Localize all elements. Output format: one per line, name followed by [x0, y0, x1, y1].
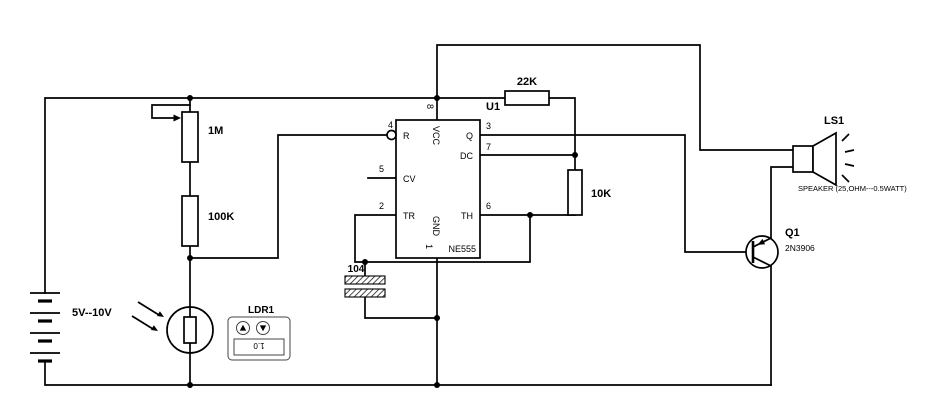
pin-number-3: 3 [486, 121, 491, 131]
battery-label: 5V--10V [72, 307, 112, 319]
wire-battery-positive-rail [44, 97, 438, 294]
ldr-value-box [233, 338, 285, 356]
sound-wave-icon [844, 163, 855, 167]
junction-dots [187, 95, 578, 388]
pin-name-trigger: TR [403, 211, 415, 221]
down-arrow-icon [259, 325, 267, 332]
resistor-body [504, 90, 550, 106]
light-arrow-head-icon [156, 311, 164, 317]
wire-cap-bottom [364, 296, 438, 319]
potentiometer-body [181, 111, 199, 163]
transistor-part-number: 2N3906 [785, 243, 815, 253]
pin-number-6: 6 [486, 201, 491, 211]
ldr-label: LDR1 [248, 305, 275, 316]
potentiometer-1m: 1M [173, 111, 223, 163]
transistor-q1: Q1 2N3906 [745, 227, 815, 269]
speaker-cone [812, 131, 837, 187]
pin-name-discharge: DC [460, 151, 473, 161]
resistor-22k-label: 22K [517, 76, 537, 88]
sound-wave-icon [841, 133, 850, 142]
capacitor-plate [344, 275, 386, 285]
junction-dot [527, 212, 533, 218]
light-arrow [137, 301, 160, 316]
sound-wave-icon [841, 174, 850, 183]
ic-body [395, 119, 481, 259]
pin-number-4: 4 [388, 120, 393, 130]
resistor-100k: 100K [181, 195, 234, 247]
pin-number-8: 8 [425, 104, 435, 109]
light-arrow [131, 315, 154, 330]
pin-name-threshold: TH [461, 211, 473, 221]
junction-dot [187, 255, 193, 261]
up-arrow-icon [239, 324, 247, 331]
wire-reset-divider [189, 134, 388, 259]
pin-number-7: 7 [486, 142, 491, 152]
junction-dot [187, 382, 193, 388]
speaker-driver [792, 145, 814, 173]
capacitor-plate [344, 288, 386, 298]
transistor-collector-lead [752, 256, 772, 267]
pin-number-1: 1 [424, 244, 434, 249]
wire-trigger-threshold-loop [354, 214, 531, 263]
ldr-resistive-element [183, 316, 197, 344]
pin-name-vcc: VCC [431, 126, 441, 146]
ic-part-number: NE555 [448, 244, 476, 254]
junction-dot [572, 152, 578, 158]
pin-number-2: 2 [379, 201, 384, 211]
ic-ne555: 4 8 3 7 5 2 6 1 R CV TR Q DC TH VCC GND … [379, 101, 500, 259]
junction-dot [434, 95, 440, 101]
junction-dot [187, 95, 193, 101]
pnp-emitter-arrow-icon [757, 238, 766, 245]
pin-number-5: 5 [379, 164, 384, 174]
wire-output-to-base [479, 134, 754, 253]
wire-22k-right [548, 97, 576, 156]
pin-name-control: CV [403, 174, 416, 184]
resistor-10k: 10K [567, 169, 611, 216]
resistor-22k: 22K [504, 76, 550, 106]
transistor-ref-designator: Q1 [785, 227, 800, 239]
resistor-100k-label: 100K [208, 211, 234, 223]
light-arrow-head-icon [150, 325, 158, 331]
sound-wave-icon [844, 149, 855, 153]
capacitor-label: 104 [348, 264, 365, 275]
pin-name-output: Q [466, 131, 473, 141]
potentiometer-label: 1M [208, 125, 223, 137]
pin-name-gnd: GND [431, 216, 441, 237]
pin-name-reset: R [403, 131, 410, 141]
ldr: LDR1 [131, 301, 275, 354]
speaker-ls1: LS1 SPEAKER (25,OHM---0.5WATT) [792, 115, 907, 193]
resistor-10k-label: 10K [591, 188, 611, 200]
wire-emitter-to-speaker [770, 166, 794, 239]
battery: 5V--10V [30, 292, 112, 363]
capacitor-104: 104 [344, 264, 386, 298]
junction-dot [362, 259, 368, 265]
speaker-description: SPEAKER (25,OHM---0.5WATT) [798, 184, 907, 193]
speaker-ref-designator: LS1 [824, 115, 844, 127]
junction-dot [434, 315, 440, 321]
wire-ground-rail [44, 360, 772, 386]
reset-inversion-bubble [386, 129, 397, 141]
resistor-body [181, 195, 199, 247]
wiper-arrow-icon [173, 114, 181, 122]
resistor-body [567, 169, 583, 216]
wire-vcc-top-rail [436, 44, 794, 151]
junction-dot [434, 382, 440, 388]
wire-pot-wiper-loop [151, 104, 191, 119]
ldr-control-widget: 1.0 [227, 316, 291, 361]
ldr-value: 1.0 [253, 341, 265, 350]
ic-ref-designator: U1 [486, 101, 500, 113]
